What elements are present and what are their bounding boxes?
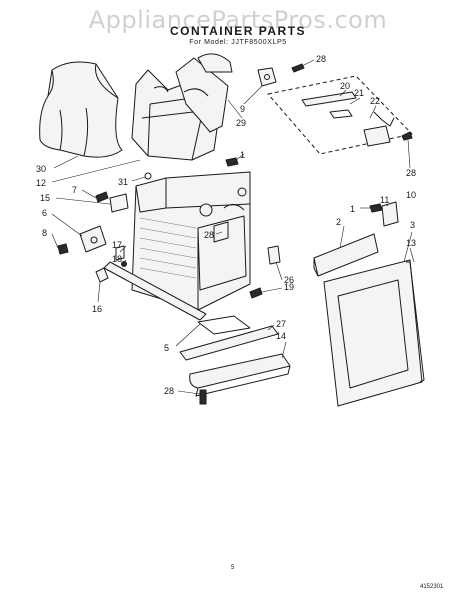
part-5-plate	[197, 315, 251, 335]
callout-6: 6	[42, 208, 47, 218]
model-subtitle: For Model: JJTF8500XLP5	[189, 39, 287, 46]
document-number: 4152301	[420, 584, 444, 590]
callout-8: 8	[42, 228, 47, 238]
callout-3: 3	[410, 220, 415, 230]
callout-28: 28	[204, 230, 214, 240]
part-7-screw	[95, 191, 109, 203]
part-29-liner-holder	[175, 57, 229, 133]
part-1-screw-top	[225, 157, 239, 167]
callout-labels: 28 9 29 20 21 22 28 10 1 30 12 31 7 15 6…	[36, 54, 416, 396]
callout-18: 18	[112, 254, 122, 264]
callout-5: 5	[164, 343, 169, 353]
part-16-roller	[95, 267, 109, 283]
callout-30: 30	[36, 164, 46, 174]
callout-31: 31	[118, 177, 128, 187]
callout-14: 14	[276, 331, 286, 341]
part-19-screw	[249, 287, 263, 299]
callout-27: 27	[276, 319, 286, 329]
diagram-title: CONTAINER PARTS	[169, 24, 307, 38]
callout-13: 13	[406, 238, 416, 248]
page-number: 5	[231, 565, 235, 571]
part-18-nut	[121, 261, 127, 267]
part-8-screw	[57, 243, 69, 255]
callout-20: 20	[340, 81, 350, 91]
part-11-bracket	[381, 201, 399, 227]
callout-26: 26	[284, 275, 294, 285]
part-30-trash-bag	[39, 61, 123, 158]
part-hinge-bracket-top	[257, 63, 305, 87]
callout-28: 28	[316, 54, 326, 64]
callout-17: 17	[112, 240, 122, 250]
part-13-door-frame	[323, 259, 425, 407]
part-26-bracket	[267, 245, 281, 265]
part-17-clip	[115, 245, 125, 261]
callout-7: 7	[72, 185, 77, 195]
part-9-hinge-cover	[197, 53, 233, 73]
callout-12: 12	[36, 178, 46, 188]
cabinet-body	[131, 171, 251, 311]
callout-28: 28	[406, 168, 416, 178]
callout-9: 9	[240, 104, 245, 114]
part-15-bracket	[109, 193, 129, 213]
part-2-top-rail	[313, 233, 379, 277]
part-31-grommet	[144, 172, 152, 180]
callout-22: 22	[370, 96, 380, 106]
callout-10: 10	[406, 190, 416, 200]
callout-19: 19	[284, 282, 294, 292]
part-6-hinge	[79, 225, 107, 253]
leader-lines	[51, 59, 415, 395]
callout-29: 29	[236, 118, 246, 128]
part-1-screw-right	[369, 203, 383, 213]
part-10-slide-panel	[267, 75, 413, 155]
callout-1: 1	[350, 204, 355, 214]
callout-15: 15	[40, 193, 50, 203]
callout-16: 16	[92, 304, 102, 314]
callout-11: 11	[380, 195, 389, 205]
callout-2: 2	[336, 217, 341, 227]
part-14-handle	[189, 353, 291, 397]
cabinet-rail	[103, 261, 207, 321]
part-28-screw-bottom	[199, 389, 207, 405]
callout-28: 28	[164, 386, 174, 396]
part-27-drawer-front	[179, 325, 279, 361]
callout-21: 21	[354, 88, 364, 98]
